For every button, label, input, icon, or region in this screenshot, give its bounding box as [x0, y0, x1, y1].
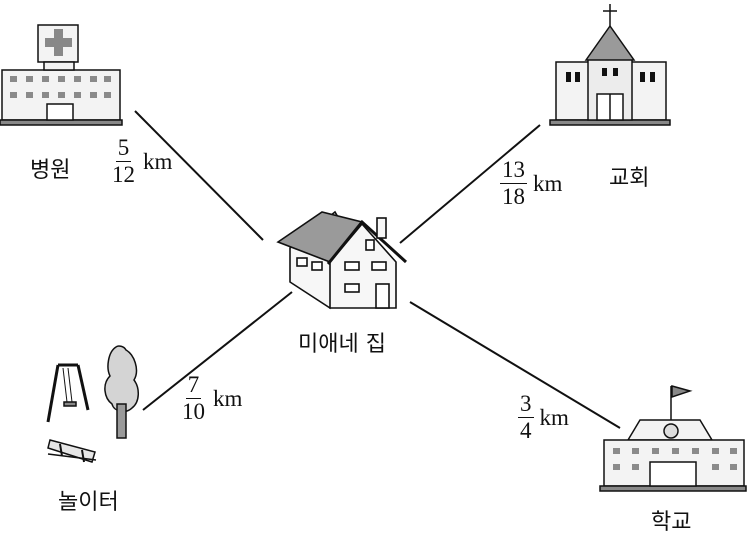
hospital-unit: km [143, 148, 173, 174]
church-unit: km [533, 170, 563, 196]
church-fraction: 13 18 [500, 157, 527, 210]
school-label: 학교 [651, 510, 692, 535]
house-icon [276, 210, 408, 310]
road-playground [142, 291, 293, 411]
church-icon [549, 4, 671, 126]
school-distance: 3 4 km [518, 391, 569, 444]
school-numerator: 3 [518, 391, 534, 419]
school-fraction: 3 4 [518, 391, 534, 444]
hospital-denominator: 12 [112, 162, 135, 188]
playground-label: 놀이터 [58, 490, 119, 515]
road-church [399, 124, 541, 244]
road-school [409, 301, 621, 429]
road-hospital [134, 110, 264, 241]
playground-numerator: 7 [185, 372, 202, 400]
church-distance: 13 18 km [500, 157, 563, 210]
hospital-distance: 5 12 km [110, 135, 173, 188]
school-icon [599, 385, 747, 492]
school-denominator: 4 [520, 418, 532, 444]
playground-unit: km [213, 385, 243, 411]
church-numerator: 13 [500, 157, 527, 185]
playground-fraction: 7 10 [180, 372, 207, 425]
hospital-numerator: 5 [115, 135, 132, 163]
hospital-label: 병원 [30, 158, 71, 183]
hospital-icon [0, 24, 123, 126]
church-denominator: 18 [502, 184, 525, 210]
church-label: 교회 [609, 166, 650, 191]
playground-denominator: 10 [182, 399, 205, 425]
playground-icon [46, 345, 139, 463]
school-unit: km [539, 404, 569, 430]
home-label: 미애네 집 [298, 332, 386, 357]
playground-distance: 7 10 km [180, 372, 243, 425]
hospital-fraction: 5 12 [110, 135, 137, 188]
